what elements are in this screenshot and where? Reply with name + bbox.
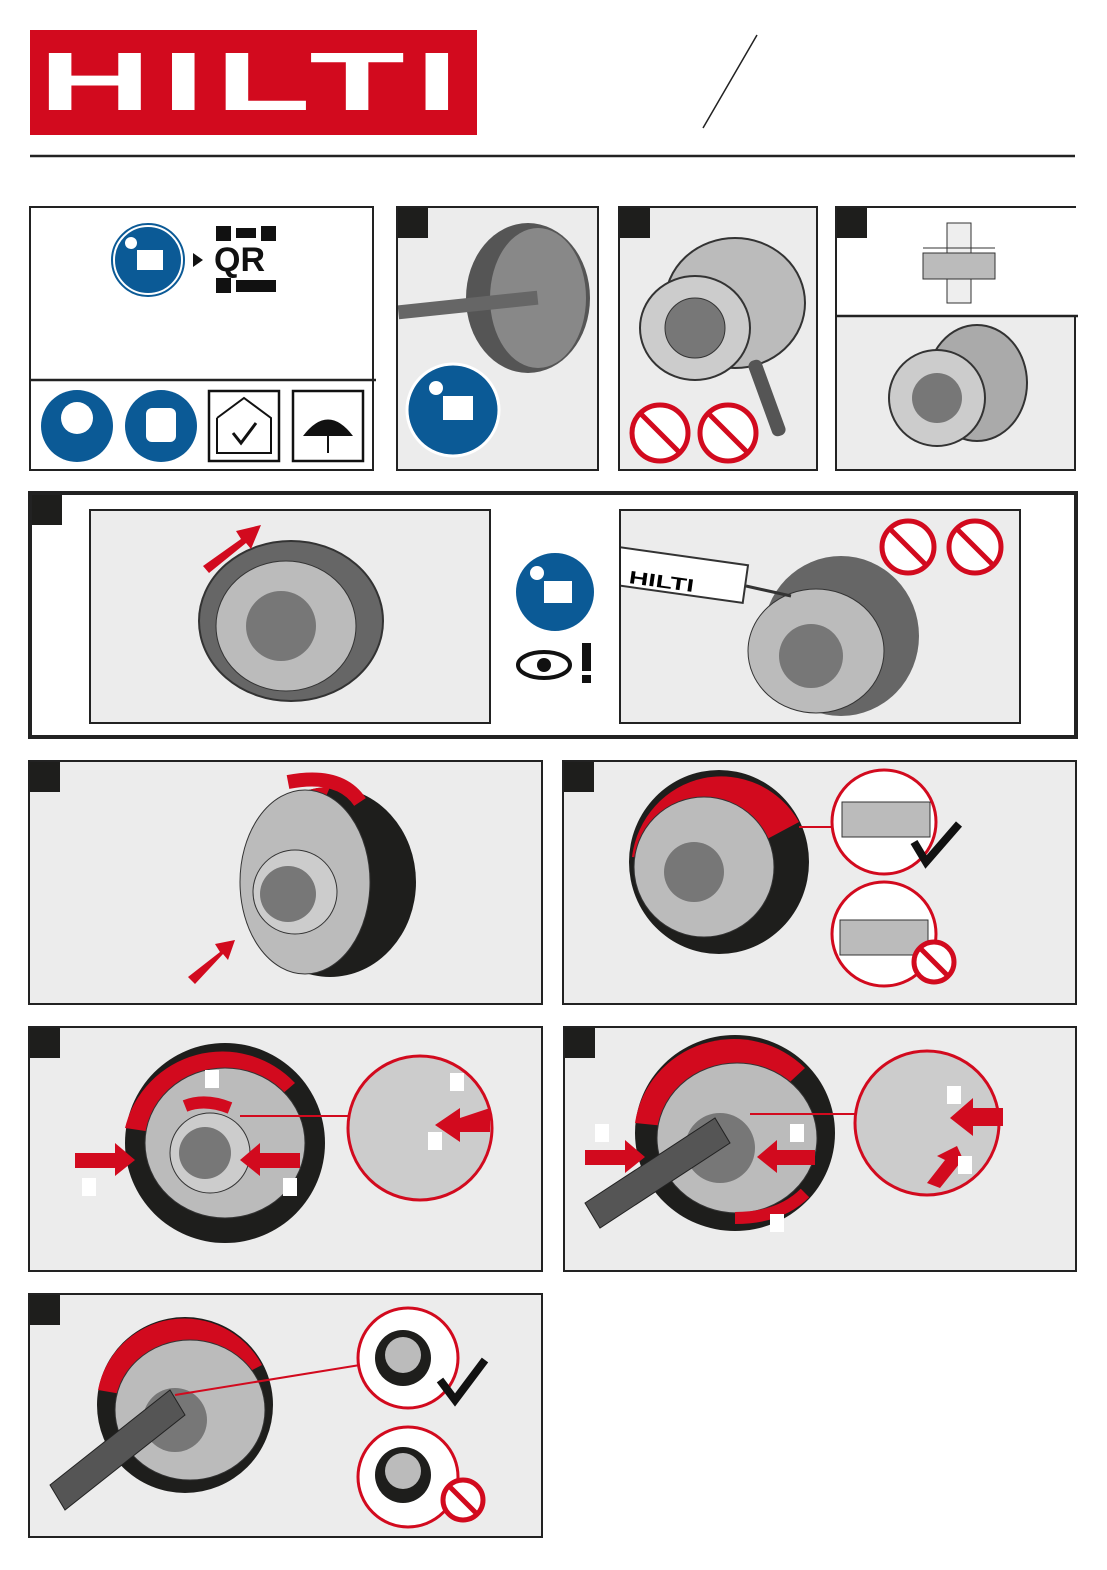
read-manual-icon xyxy=(405,362,501,458)
step-panel-8 xyxy=(563,1026,1077,1272)
step-marker xyxy=(30,1295,60,1325)
step-panel-1 xyxy=(396,206,599,471)
correct-detail xyxy=(830,768,963,876)
step-panel-2 xyxy=(618,206,818,471)
read-manual-icon xyxy=(514,551,596,633)
correct-detail xyxy=(356,1306,489,1410)
eye-attention-icon xyxy=(516,643,591,683)
arrow-icon xyxy=(203,525,261,573)
no-oil-icon xyxy=(629,402,691,464)
no-dust-icon xyxy=(697,402,759,464)
step-panel-7 xyxy=(28,1026,543,1272)
qr-label: QR xyxy=(214,241,265,279)
arrow-icon xyxy=(193,253,203,267)
step-marker xyxy=(620,208,650,238)
step-marker xyxy=(837,208,867,238)
no-oil-icon xyxy=(879,518,937,576)
incorrect-detail xyxy=(830,880,957,988)
incorrect-detail xyxy=(356,1425,486,1529)
insert-flange-figure xyxy=(89,509,491,724)
keep-dry-icon xyxy=(291,389,365,463)
qr-code-icon xyxy=(216,226,276,293)
step-panel-6 xyxy=(562,760,1077,1005)
sealant-figure: HILTI xyxy=(619,509,1021,724)
step-marker xyxy=(565,1028,595,1058)
header-lines xyxy=(30,34,1075,158)
step-panel-4: HILTI xyxy=(28,491,1078,739)
checkmark-icon xyxy=(910,821,963,869)
step-panel-3 xyxy=(835,206,1078,471)
step-marker xyxy=(398,208,428,238)
step-panel-9 xyxy=(28,1293,543,1538)
no-dust-icon xyxy=(946,518,1004,576)
intro-panel: QR xyxy=(29,206,376,471)
step-panel-5 xyxy=(28,760,543,1005)
slash-divider xyxy=(702,34,758,129)
gloves-icon xyxy=(125,390,197,462)
indoor-use-icon xyxy=(207,389,281,463)
read-manual-icon xyxy=(111,223,185,297)
step-marker xyxy=(30,1028,60,1058)
eye-protection-icon xyxy=(41,390,113,462)
step-marker xyxy=(564,762,594,792)
step-marker xyxy=(30,762,60,792)
logo-text: HILTI xyxy=(38,36,469,128)
step-marker xyxy=(32,495,62,525)
checkmark-icon xyxy=(436,1357,489,1407)
hilti-logo: HILTI xyxy=(30,30,477,135)
